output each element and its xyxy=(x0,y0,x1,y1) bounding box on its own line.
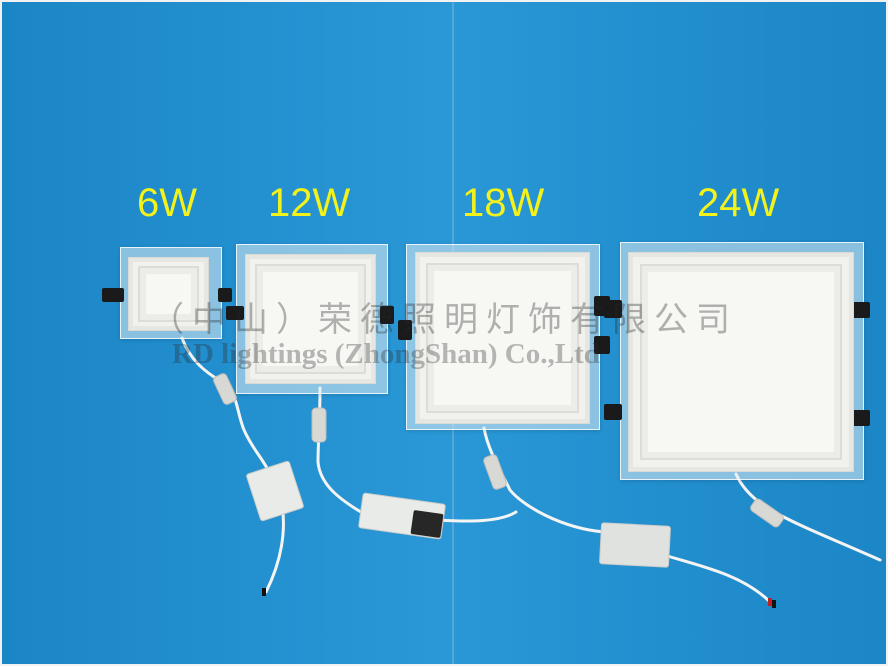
spring-clip-18w-left xyxy=(398,320,412,340)
wire-tip-red xyxy=(768,598,772,606)
watermark-company-english: RD lightings (ZhongShan) Co.,Ltd xyxy=(172,338,600,370)
panel-face-12w xyxy=(255,264,366,374)
label-24w: 24W xyxy=(697,181,780,225)
wire-tip-black-2 xyxy=(772,600,776,608)
cable-18w xyxy=(482,426,606,534)
wire-tip-black-1 xyxy=(262,588,266,596)
connector-24w xyxy=(750,498,784,528)
cable-12w xyxy=(316,386,368,517)
panel-face-18w xyxy=(426,263,579,413)
panel-face-24w xyxy=(640,264,842,460)
spring-clip-18w-right-bottom xyxy=(594,336,610,354)
panel-face-6w xyxy=(138,266,199,322)
cable-12w-output xyxy=(436,510,518,523)
cable-18w-output xyxy=(662,553,770,602)
spring-clip-24w-right-top xyxy=(850,302,870,318)
spring-clip-24w-left-bottom xyxy=(604,404,622,420)
label-6w: 6W xyxy=(137,181,197,225)
downlight-panel-6w xyxy=(128,257,209,331)
spring-clip-6w-right xyxy=(218,288,232,302)
cable-24w xyxy=(734,472,882,562)
led-driver-18w xyxy=(598,522,672,568)
downlight-panel-18w xyxy=(415,252,590,424)
downlight-panel-24w xyxy=(628,252,854,472)
driver-end-cap-12w xyxy=(410,510,444,538)
spring-clip-12w-right xyxy=(380,306,394,324)
connector-12w xyxy=(311,407,327,443)
connector-6w xyxy=(213,373,237,405)
spring-clip-24w-right-bottom xyxy=(850,410,870,426)
connector-18w xyxy=(483,454,507,490)
spring-clip-12w-left xyxy=(226,306,244,320)
label-18w: 18W xyxy=(462,181,545,225)
spring-clip-6w-left xyxy=(102,288,124,302)
spring-clip-24w-left-top xyxy=(604,300,622,318)
watermark-company-chinese: （中山）荣德照明灯饰有限公司 xyxy=(150,300,738,340)
downlight-panel-12w xyxy=(245,254,376,384)
cable-6w xyxy=(180,336,270,472)
label-12w: 12W xyxy=(268,181,351,225)
